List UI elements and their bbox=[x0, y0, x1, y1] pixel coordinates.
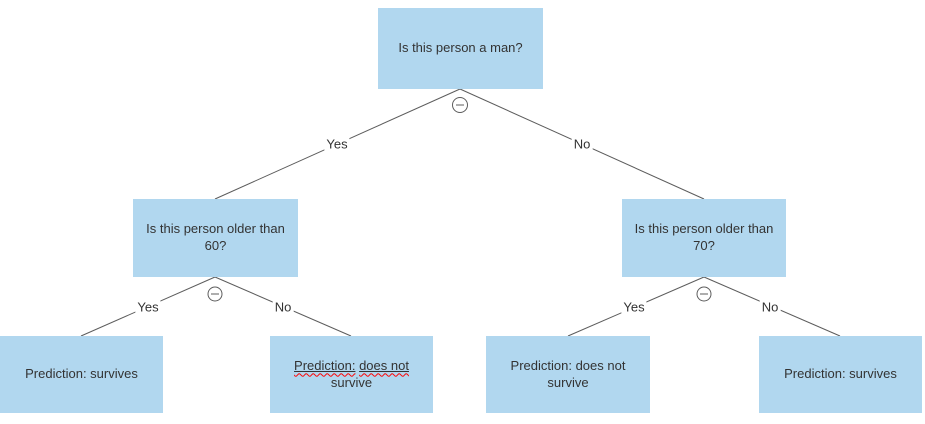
edge-label-yes-left-subtree[interactable]: Yes bbox=[135, 299, 161, 315]
leaf-node-does-not-survive-left-label: Prediction: does not survive bbox=[282, 358, 422, 392]
minus-circle-icon[interactable] bbox=[452, 97, 468, 113]
decision-node-older-than-60[interactable]: Is this person older than 60? bbox=[133, 199, 298, 277]
decision-node-older-than-70-label: Is this person older than 70? bbox=[634, 221, 774, 253]
edge-label-no-left-subtree[interactable]: No bbox=[272, 299, 294, 315]
decision-node-root-label: Is this person a man? bbox=[398, 40, 523, 56]
leaf-node-does-not-survive-right[interactable]: Prediction: does not survive bbox=[486, 336, 650, 413]
edge-label-yes-right-subtree[interactable]: Yes bbox=[621, 299, 647, 315]
edge-label-no-right-subtree[interactable]: No bbox=[759, 299, 781, 315]
underlined-text: does not bbox=[359, 358, 409, 373]
leaf-node-survives-right-label: Prediction: survives bbox=[784, 366, 897, 382]
edge-label-no-root-right[interactable]: No bbox=[571, 136, 593, 152]
leaf-label-line2: survive bbox=[330, 374, 373, 390]
leaf-node-survives-left[interactable]: Prediction: survives bbox=[0, 336, 163, 413]
edge-label-yes-root-left[interactable]: Yes bbox=[324, 136, 350, 152]
leaf-node-survives-left-label: Prediction: survives bbox=[25, 366, 138, 382]
minus-circle-icon[interactable] bbox=[696, 286, 712, 302]
spellcheck-squiggle-text: Prediction: bbox=[294, 357, 356, 373]
minus-circle-icon[interactable] bbox=[207, 286, 223, 302]
spellcheck-squiggle-text: does not bbox=[359, 357, 409, 373]
decision-node-older-than-70[interactable]: Is this person older than 70? bbox=[622, 199, 786, 277]
leaf-node-survives-right[interactable]: Prediction: survives bbox=[759, 336, 922, 413]
leaf-node-does-not-survive-right-label: Prediction: does not survive bbox=[510, 357, 626, 390]
underlined-text: Prediction: bbox=[294, 358, 355, 373]
decision-node-older-than-60-label: Is this person older than 60? bbox=[146, 221, 285, 253]
decision-node-root[interactable]: Is this person a man? bbox=[378, 8, 543, 89]
leaf-node-does-not-survive-left[interactable]: Prediction: does not survive bbox=[270, 336, 433, 413]
